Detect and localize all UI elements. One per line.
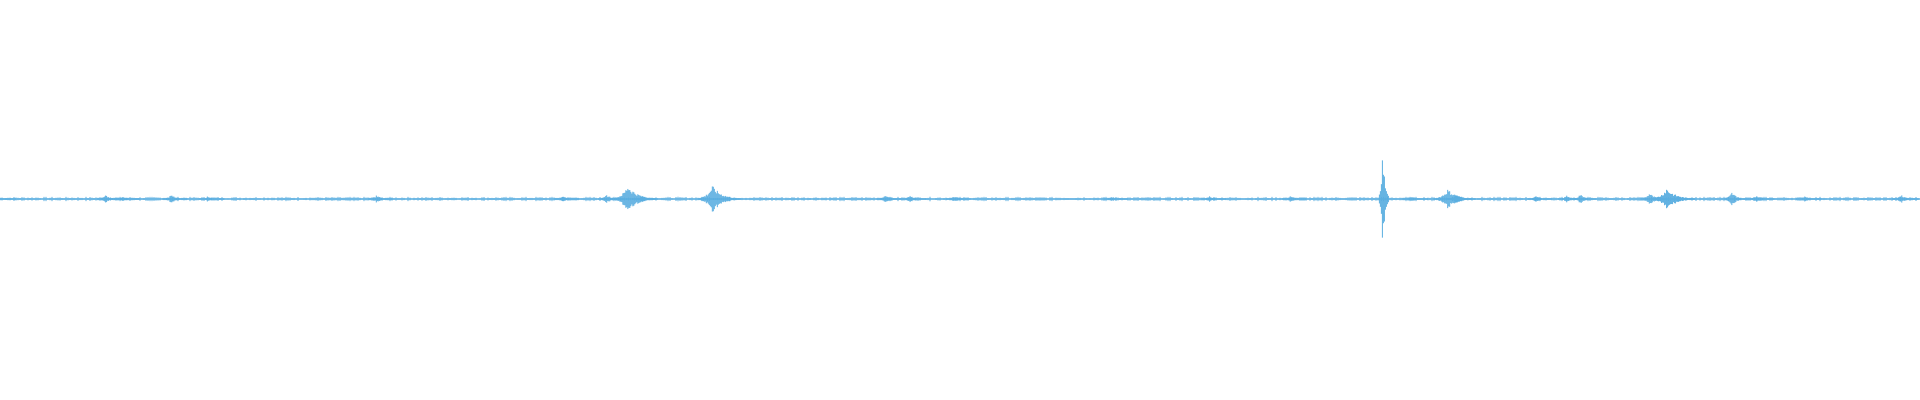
waveform-marks	[0, 160, 1919, 238]
